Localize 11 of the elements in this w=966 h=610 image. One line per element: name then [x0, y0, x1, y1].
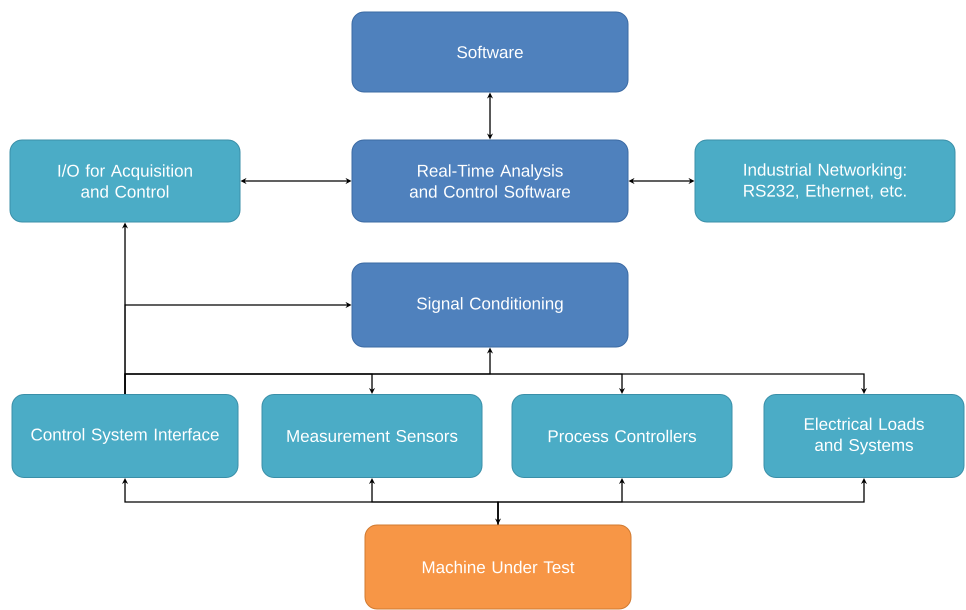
process-box: Industrial Networking: RS232, Ethernet, etc. — [694, 140, 956, 222]
process-box: Process Controllers — [512, 394, 732, 478]
process-box: Measurement Sensors — [262, 394, 482, 478]
arrow — [124, 373, 868, 394]
process-box: Real-Time Analysis and Control Software — [352, 140, 628, 222]
process-box: Machine Under Test — [364, 524, 632, 610]
process-box: I/O for Acquisition and Control — [10, 140, 240, 222]
process-box: Electrical Loads and Systems — [764, 394, 964, 478]
process-box: Control System Interface — [12, 394, 238, 478]
process-box: Signal Conditioning — [352, 262, 628, 348]
process-box: Software — [352, 12, 628, 92]
